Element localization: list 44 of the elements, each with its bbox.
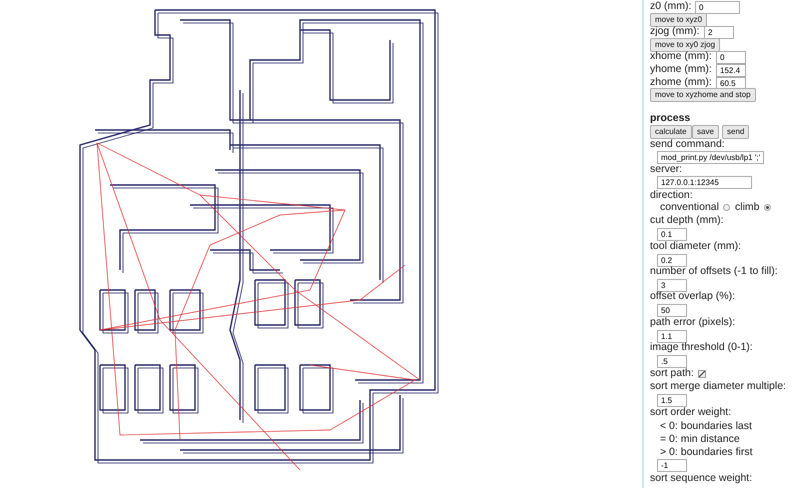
field-label: number of offsets (-1 to fill): (650, 265, 778, 278)
field-label: sort sequence weight: (650, 472, 752, 485)
field-label: xhome (mm): (650, 50, 712, 63)
action-button: save (692, 125, 719, 139)
field-label: server: (650, 163, 682, 176)
action-button: send (722, 125, 750, 139)
field-label: cut depth (mm): (650, 214, 724, 227)
field-label: zhome (mm): (650, 76, 712, 89)
option-label: = 0: min distance (660, 433, 740, 446)
input-field: 0 (716, 51, 746, 64)
option-label: > 0: boundaries first (660, 446, 753, 459)
field-label: path error (pixels): (650, 316, 736, 329)
field-label: offset overlap (%): (650, 290, 736, 303)
option-label: climb (735, 201, 760, 214)
input-field: 1.1 (657, 330, 687, 343)
action-button: move to xyz0 (650, 13, 708, 27)
input-field: 1.5 (657, 394, 687, 407)
input-field: mod_print.py /dev/usb/lp1 ';' (657, 151, 764, 164)
action-button: calculate (650, 125, 692, 139)
action-button: move to xy0 zjog (650, 38, 720, 52)
field-label: tool diameter (mm): (650, 240, 742, 253)
field-label: send command: (650, 138, 725, 151)
field-label: yhome (mm): (650, 63, 712, 76)
field-label: sort path: (650, 367, 694, 380)
field-label: direction: (650, 189, 693, 202)
input-field: 50 (657, 304, 687, 317)
input-field: 127.0.0.1:12345 (657, 176, 752, 189)
field-label: sort order weight: (650, 406, 732, 419)
input-field: .5 (657, 355, 687, 368)
input-field: 2 (704, 26, 734, 39)
field-label: zjog (mm): (650, 25, 700, 38)
input-field: 0 (695, 1, 740, 14)
input-field: 152.4 (716, 64, 746, 77)
field-label: image threshold (0-1): (650, 341, 753, 354)
action-button: move to xyzhome and stop (650, 88, 756, 102)
input-field: -1 (657, 459, 687, 472)
option-label: < 0: boundaries last (660, 420, 752, 433)
field-label: z0 (mm): (650, 0, 692, 13)
field-label: sort merge diameter multiple: (650, 380, 786, 393)
option-label: conventional (660, 201, 719, 214)
input-field: 0.1 (657, 228, 687, 241)
input-field: 3 (657, 279, 687, 292)
section-heading: process (650, 112, 690, 125)
input-field: 0.2 (657, 254, 687, 267)
